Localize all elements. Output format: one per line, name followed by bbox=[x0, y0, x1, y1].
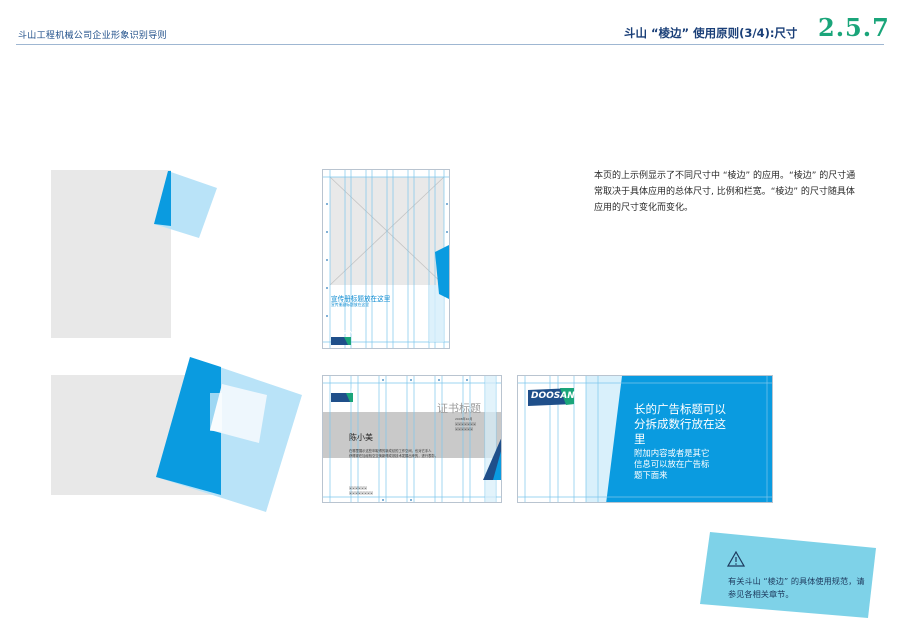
blue-edge bbox=[156, 357, 221, 495]
doosan-logo: DOOSAN bbox=[528, 388, 575, 406]
certificate-title: 证书标题 bbox=[437, 402, 481, 415]
billboard-headline: 长的广告标题可以分拆成数行放在这里 bbox=[634, 402, 726, 446]
certificate-body-2: 获得现在加经验空交换新得成熟技术发展出来的，进行表彰。 bbox=[349, 454, 439, 458]
billboard-grid bbox=[518, 376, 772, 502]
blue-edge bbox=[154, 171, 171, 226]
billboard-subline: 附加内容或者是其它信息可以放在广告标题下面来 bbox=[634, 448, 710, 480]
poster-edge bbox=[435, 245, 449, 299]
certificate-example: DOOSAN 证书标题 陈小美 在哪里展示这些年取得的新成绩的工作空间，也对它手… bbox=[322, 375, 502, 503]
poster-grid bbox=[323, 170, 449, 348]
note-text: 有关斗山 “棱边” 的具体使用规范，请参见各相关章节。 bbox=[728, 576, 865, 599]
logo-text: DOOSAN bbox=[332, 331, 353, 336]
inner-highlight bbox=[210, 393, 222, 431]
edge-example-large bbox=[51, 357, 302, 512]
poster-headline: 宣传册标题放在这里 bbox=[331, 295, 391, 303]
logo-text: DOOSAN bbox=[332, 388, 355, 394]
guide-title: 斗山工程机械公司企业形象识别导则 bbox=[18, 31, 167, 41]
billboard-example: DOOSAN 长的广告标题可以分拆成数行放在这里 附加内容或者是其它信息可以放在… bbox=[517, 375, 773, 503]
certificate-info-3: 某某某某某某 bbox=[455, 427, 474, 431]
certificate-body-1: 在哪里展示这些年取得的新成绩的工作空间，也对它手人 bbox=[349, 449, 432, 453]
poster-subline: 宣传册副标题放在这里 bbox=[331, 302, 369, 307]
gray-panel bbox=[51, 170, 171, 338]
certificate-info-1: 2008年10月 bbox=[455, 417, 473, 421]
white-inner-square bbox=[210, 384, 267, 443]
logo-text: DOOSAN bbox=[531, 391, 575, 401]
certificate-footer-1: 某某某某某某 bbox=[349, 486, 368, 490]
warning-icon bbox=[727, 551, 745, 567]
gray-band bbox=[323, 412, 501, 458]
doosan-logo: DOOSAN bbox=[331, 387, 355, 402]
certificate-info-2: 某某某某某某某 bbox=[455, 422, 477, 426]
edge-example-small bbox=[51, 170, 217, 338]
page-title: 斗山 “棱边” 使用原则(3/4):尺寸 bbox=[624, 26, 798, 40]
page-number: 2.5.7 bbox=[818, 13, 890, 42]
description-text: 本页的上示例显示了不同尺寸中 “棱边” 的应用。“棱边” 的尺寸通常取决于具体应… bbox=[594, 171, 856, 213]
certificate-footer-2: 某某某某某某某某 bbox=[349, 491, 374, 495]
poster-example: 宣传册标题放在这里 宣传册副标题放在这里 DOOSAN bbox=[322, 169, 450, 349]
certificate-name: 陈小美 bbox=[349, 433, 373, 442]
billboard-edge bbox=[606, 376, 772, 502]
doosan-logo: DOOSAN bbox=[331, 330, 353, 345]
note-box bbox=[700, 532, 876, 618]
header-divider bbox=[16, 44, 884, 45]
